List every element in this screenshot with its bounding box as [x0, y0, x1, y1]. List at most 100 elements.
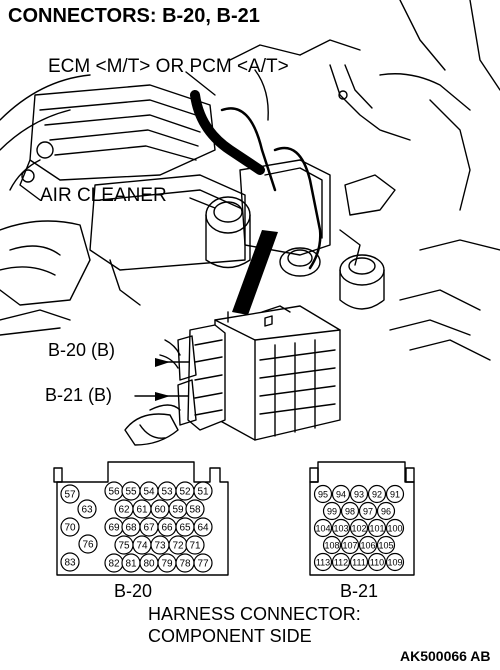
pin-label-75: 75 [118, 541, 130, 552]
pin-label-68: 68 [125, 523, 137, 534]
pin-70 [60, 517, 80, 537]
pin-71 [185, 535, 205, 555]
pin-91 [385, 484, 405, 504]
pin-label-107: 107 [342, 541, 357, 551]
pin-label-97: 97 [363, 507, 373, 517]
pin-label-59: 59 [172, 505, 184, 516]
pin-label-112: 112 [334, 558, 348, 568]
pin-label-55: 55 [125, 487, 137, 498]
pin-label-70: 70 [64, 523, 76, 534]
pin-label-61: 61 [136, 505, 148, 516]
pin-label-62: 62 [118, 505, 130, 516]
b20-label: B-20 [114, 581, 153, 601]
pin-58 [185, 499, 205, 519]
pin-99 [322, 501, 342, 521]
leader-arrow-b20 [155, 358, 170, 367]
pin-111 [349, 552, 369, 572]
pin-label-54: 54 [143, 487, 155, 498]
pin-label-57: 57 [64, 490, 76, 501]
pin-label-72: 72 [172, 541, 184, 552]
pin-92 [367, 484, 387, 504]
pin-label-60: 60 [154, 505, 166, 516]
air-cleaner-label: AIR CLEANER [40, 185, 167, 206]
pin-label-76: 76 [82, 540, 94, 551]
pin-93 [349, 484, 369, 504]
pin-76 [78, 534, 98, 554]
pin-83 [60, 552, 80, 572]
pin-label-77: 77 [197, 559, 209, 570]
pin-94 [331, 484, 351, 504]
pin-113 [313, 552, 333, 572]
pin-label-98: 98 [345, 507, 355, 517]
ecm-label: ECM <M/T> OR PCM <A/T> [48, 56, 289, 77]
pin-label-92: 92 [372, 490, 382, 500]
pin-label-106: 106 [360, 541, 375, 551]
pin-102 [349, 518, 369, 538]
pin-label-104: 104 [315, 524, 330, 534]
pin-label-51: 51 [197, 487, 209, 498]
pin-label-110: 110 [370, 558, 384, 568]
pin-label-99: 99 [327, 507, 337, 517]
pin-51 [193, 481, 213, 501]
pin-label-65: 65 [179, 523, 191, 534]
pin-label-81: 81 [125, 559, 137, 570]
pin-97 [358, 501, 378, 521]
pin-label-113: 113 [316, 558, 330, 568]
pin-label-69: 69 [108, 523, 120, 534]
pin-95 [313, 484, 333, 504]
pin-label-53: 53 [161, 487, 173, 498]
pin-101 [367, 518, 387, 538]
pin-label-93: 93 [354, 490, 364, 500]
leader-arrow-b21 [155, 392, 170, 401]
pin-96 [376, 501, 396, 521]
diagram-title: CONNECTORS: B-20, B-21 [8, 5, 260, 27]
pin-110 [367, 552, 387, 572]
pin-label-102: 102 [351, 524, 366, 534]
pin-107 [340, 535, 360, 555]
pin-64 [193, 517, 213, 537]
pin-57 [60, 484, 80, 504]
pin-label-109: 109 [387, 558, 402, 568]
figure-id: AK500066 AB [400, 648, 491, 664]
b20-b-label: B-20 (B) [48, 340, 116, 360]
pin-105 [376, 535, 396, 555]
pin-108 [322, 535, 342, 555]
pin-label-111: 111 [352, 558, 366, 568]
pin-label-83: 83 [64, 558, 76, 569]
pin-label-63: 63 [81, 505, 93, 516]
component-side-label: COMPONENT SIDE [148, 626, 312, 646]
pin-label-94: 94 [336, 490, 346, 500]
pin-label-101: 101 [369, 524, 384, 534]
pin-100 [385, 518, 405, 538]
engine-bay-linework [0, 0, 500, 361]
pin-109 [385, 552, 405, 572]
pin-label-103: 103 [333, 524, 348, 534]
pin-103 [331, 518, 351, 538]
pin-label-96: 96 [381, 507, 391, 517]
pin-label-58: 58 [189, 505, 201, 516]
pin-label-52: 52 [179, 487, 191, 498]
pin-label-78: 78 [179, 559, 191, 570]
pin-label-91: 91 [390, 490, 400, 500]
pin-label-71: 71 [189, 541, 201, 552]
pin-label-79: 79 [161, 559, 173, 570]
pin-label-95: 95 [318, 490, 328, 500]
pin-106 [358, 535, 378, 555]
pointer-arrow [232, 230, 278, 315]
pin-label-73: 73 [154, 541, 166, 552]
pin-label-64: 64 [197, 523, 209, 534]
ecm-module [124, 305, 341, 446]
pin-label-82: 82 [108, 559, 120, 570]
pin-label-108: 108 [324, 541, 339, 551]
pin-label-105: 105 [378, 541, 393, 551]
pin-label-56: 56 [108, 487, 120, 498]
pin-77 [193, 553, 213, 573]
b21-label: B-21 [340, 581, 379, 601]
pin-112 [331, 552, 351, 572]
pin-104 [313, 518, 333, 538]
pin-label-67: 67 [143, 523, 155, 534]
